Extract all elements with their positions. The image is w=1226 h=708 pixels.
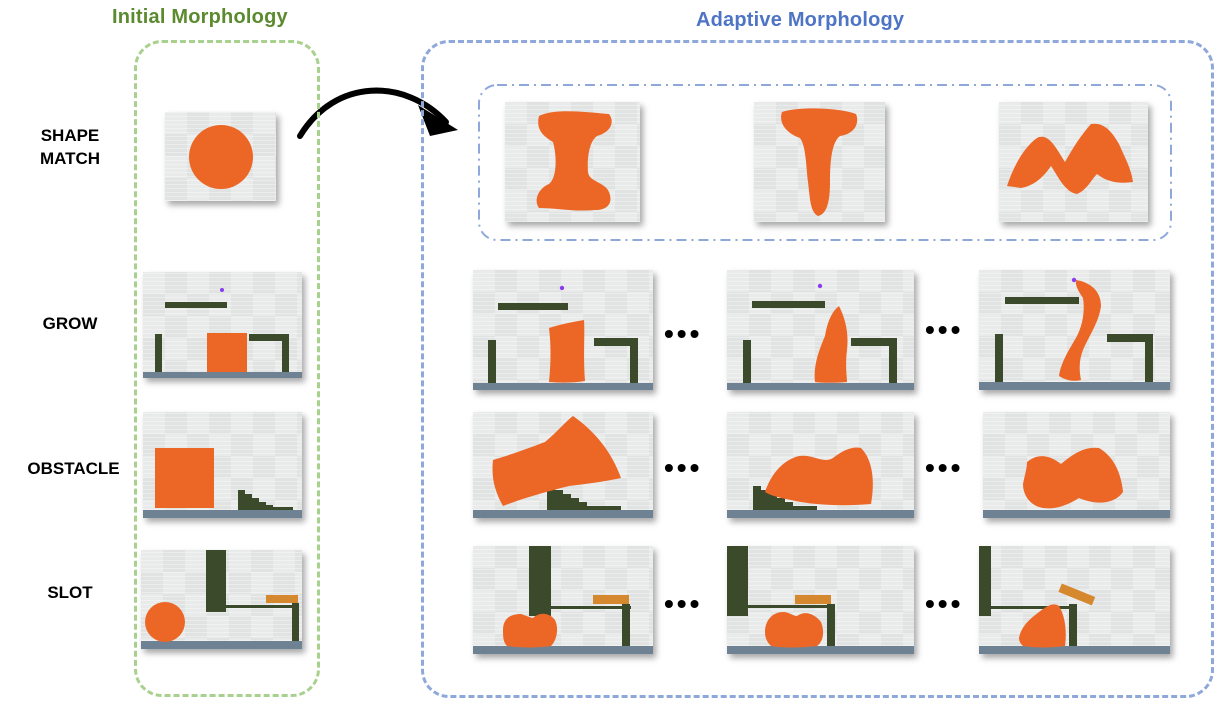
right-post (622, 604, 630, 646)
ground (473, 646, 653, 654)
ground (727, 383, 914, 390)
left-post (995, 334, 1003, 382)
morph-body (1023, 447, 1123, 509)
adaptive-obstacle-panel-2 (727, 412, 914, 518)
adaptive-grow-panel-2 (727, 270, 914, 390)
initial-obstacle-panel (143, 412, 302, 518)
morph-body (492, 416, 621, 506)
ground (143, 510, 302, 518)
row-label-grow: GROW (42, 314, 98, 333)
tall-block (979, 546, 991, 616)
ground (473, 510, 653, 518)
transition-arrow (297, 87, 449, 139)
ellipsis-grow-1: ••• (664, 318, 703, 349)
left-post (488, 340, 496, 383)
initial-slot-panel (141, 550, 302, 649)
adaptive-morphology-title: Adaptive Morphology (696, 9, 905, 31)
overhead-bar (165, 302, 227, 308)
lever-arm (551, 606, 631, 609)
transition-arrowhead (418, 105, 458, 136)
square-morph (155, 448, 214, 508)
letter-i-morph (536, 111, 612, 211)
tall-block (529, 546, 551, 616)
ground (473, 383, 653, 390)
adaptive-shape-m-panel (999, 102, 1148, 222)
initial-shape-match-panel (165, 112, 276, 201)
initial-grow-panel (143, 272, 302, 378)
adaptive-slot-panel-2 (727, 546, 914, 654)
ellipsis-obstacle-1: ••• (664, 452, 703, 483)
letter-m-morph (1007, 123, 1133, 194)
initial-circle-morph (189, 125, 253, 189)
right-wall (851, 338, 897, 383)
target-dot (1071, 277, 1077, 283)
tall-block (206, 550, 226, 612)
ellipsis-grow-2: ••• (925, 314, 964, 345)
stairs-obstacle (547, 486, 621, 510)
right-post (827, 604, 835, 646)
ground (983, 510, 1170, 518)
adaptive-obstacle-panel-1 (473, 412, 653, 518)
morph-body (1019, 604, 1066, 648)
grown-morph (814, 306, 848, 383)
right-wall (594, 338, 638, 383)
left-post (155, 334, 162, 372)
ellipsis-obstacle-2: ••• (925, 452, 964, 483)
slot-bar (795, 595, 831, 604)
lever-arm (991, 606, 1073, 609)
tall-block (727, 546, 748, 616)
adaptive-grow-panel-3 (979, 270, 1170, 390)
morph-body (765, 612, 824, 648)
right-wall (249, 334, 289, 372)
overhead-bar (1005, 297, 1079, 304)
right-post (1069, 604, 1077, 646)
adaptive-slot-panel-1 (473, 546, 653, 654)
ground (143, 372, 302, 378)
slot-bar-tilted (1058, 583, 1096, 606)
adaptive-grow-panel-1 (473, 270, 653, 390)
grown-morph (1059, 280, 1101, 381)
left-post (743, 340, 751, 383)
morph-body (765, 447, 873, 506)
adaptive-shape-t-panel (754, 102, 885, 222)
letter-t-morph (781, 108, 858, 216)
grown-morph (549, 320, 585, 383)
adaptive-slot-panel-3 (979, 546, 1170, 654)
target-dot (559, 285, 565, 291)
slot-bar (266, 595, 298, 603)
right-post (292, 603, 299, 641)
ground (141, 641, 302, 649)
ground (727, 510, 914, 518)
morph-body (503, 613, 558, 648)
shape-match-subbox-border (478, 84, 1172, 241)
stairs-obstacle (238, 490, 293, 510)
adaptive-shape-i-panel (505, 102, 640, 222)
ellipsis-slot-1: ••• (664, 588, 703, 619)
ground (727, 646, 914, 654)
initial-morphology-group (134, 40, 320, 697)
lever-arm (748, 605, 834, 608)
lever-arm (226, 605, 296, 608)
row-label-shape-match: SHAPE MATCH (39, 126, 101, 168)
circle-morph (145, 602, 185, 642)
overhead-bar (498, 303, 568, 310)
target-dot (817, 283, 823, 289)
slot-bar (593, 595, 629, 604)
initial-morphology-title: Initial Morphology (112, 6, 288, 28)
row-label-slot: SLOT (47, 583, 93, 602)
ground (979, 382, 1170, 390)
right-wall (1107, 334, 1153, 382)
ellipsis-slot-2: ••• (925, 588, 964, 619)
overhead-bar (752, 301, 825, 308)
row-label-obstacle: OBSTACLE (27, 459, 120, 478)
target-dot (220, 288, 224, 292)
adaptive-obstacle-panel-3 (983, 412, 1170, 518)
ground (979, 646, 1170, 654)
adaptive-morphology-group (421, 40, 1214, 698)
square-morph (207, 333, 247, 372)
